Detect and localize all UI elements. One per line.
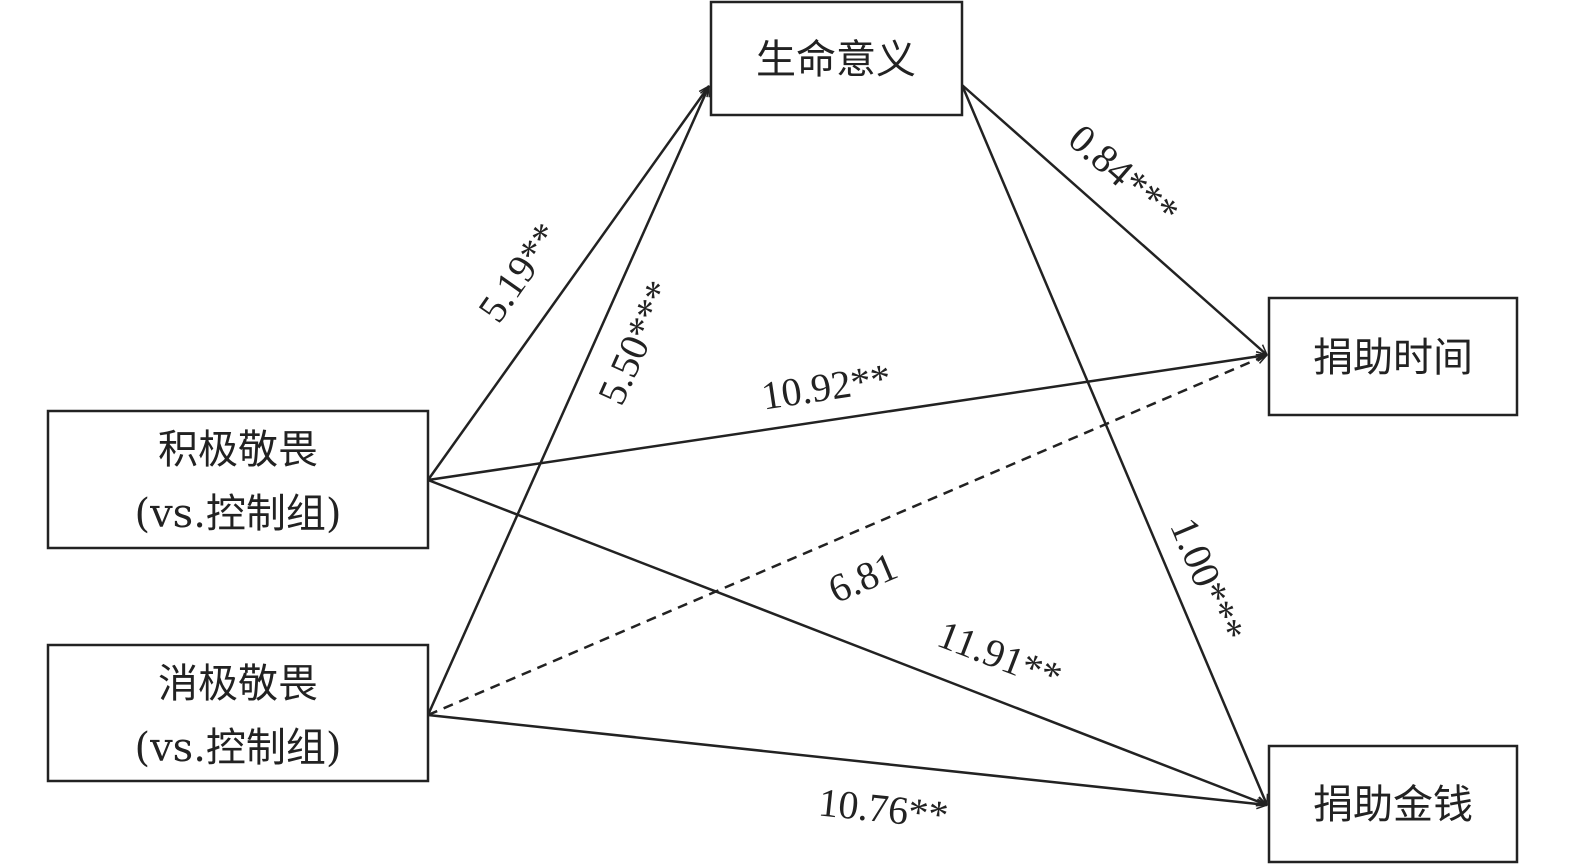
path-meaning-to-time — [961, 84, 1267, 355]
node-donate-money: 捐助金钱 — [1267, 744, 1519, 864]
coef-meaning-to-money: 1.00*** — [1161, 511, 1253, 648]
coef-positive-to-time: 10.92** — [758, 355, 893, 419]
path-positive-to-money — [427, 478, 1267, 805]
node-negative-awe-line1: 消极敬畏 — [158, 661, 318, 707]
node-negative-awe: 消极敬畏 (vs.控制组) — [46, 643, 430, 783]
node-positive-awe-line1: 积极敬畏 — [158, 427, 318, 473]
path-negative-to-meaning — [426, 86, 711, 716]
coef-negative-to-money: 10.76** — [816, 779, 950, 837]
coef-meaning-to-time: 0.84*** — [1060, 115, 1188, 234]
path-meaning-to-money — [960, 84, 1267, 805]
node-meaning: 生命意义 — [709, 0, 964, 117]
node-positive-awe-line2: (vs.控制组) — [134, 491, 341, 537]
node-meaning-label: 生命意义 — [756, 37, 916, 83]
coef-positive-to-money: 11.91** — [932, 611, 1068, 699]
coef-negative-to-time: 6.81 — [822, 543, 904, 612]
node-negative-awe-line2: (vs.控制组) — [134, 725, 341, 771]
node-donate-time-label: 捐助时间 — [1313, 335, 1473, 381]
coef-positive-to-meaning: 5.19** — [469, 214, 569, 330]
path-negative-to-time — [427, 353, 1267, 717]
node-donate-time: 捐助时间 — [1267, 296, 1519, 417]
node-donate-money-label: 捐助金钱 — [1313, 782, 1473, 828]
path-positive-to-meaning — [426, 86, 709, 481]
node-positive-awe: 积极敬畏 (vs.控制组) — [46, 409, 430, 550]
path-positive-to-time — [427, 355, 1267, 482]
coef-negative-to-meaning: 5.50*** — [589, 274, 683, 411]
path-negative-to-money — [427, 713, 1267, 805]
